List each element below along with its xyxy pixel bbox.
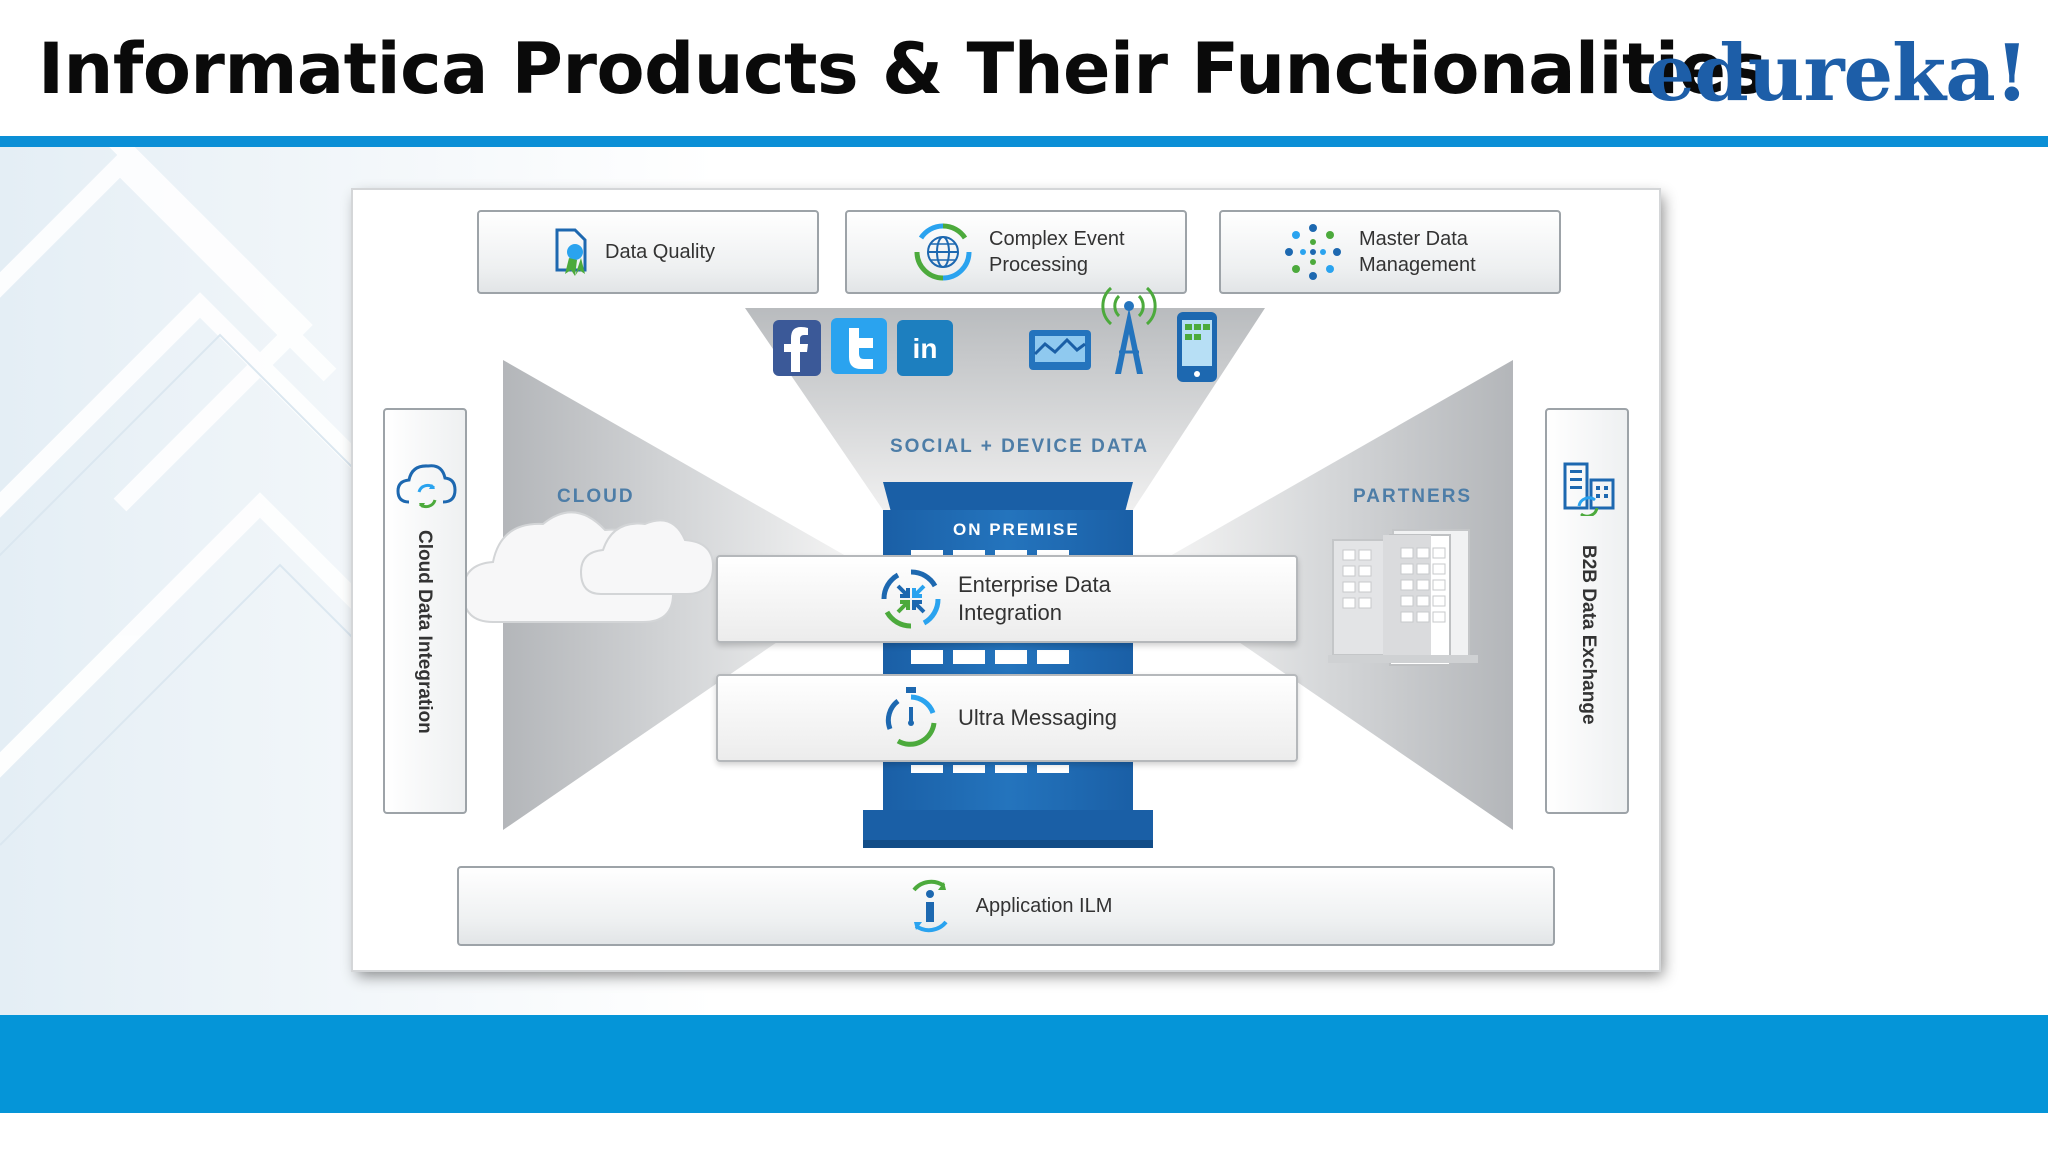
ultra-messaging-box: Ultra Messaging xyxy=(716,674,1298,762)
enterprise-data-integration-box: Enterprise Data Integration xyxy=(716,555,1298,643)
linkedin-icon: in xyxy=(897,320,953,376)
application-ilm-label: Application ILM xyxy=(975,895,1113,917)
cell-tower-icon xyxy=(1101,286,1157,374)
title-divider xyxy=(0,136,2048,147)
svg-text:in: in xyxy=(913,333,938,364)
mdm-label-line1: Master Data xyxy=(1359,228,1468,250)
edi-label-line2: Integration xyxy=(958,600,1062,625)
master-data-management-box: Master Data Management xyxy=(1219,210,1561,294)
cep-label-line2: Processing xyxy=(989,254,1088,276)
partners-label: PARTNERS xyxy=(1353,486,1473,507)
twitter-icon xyxy=(831,318,887,374)
data-quality-box: Data Quality xyxy=(477,210,819,294)
partner-buildings xyxy=(1328,529,1478,666)
cloud-data-integration-label: Cloud Data Integration xyxy=(414,530,435,734)
certificate-icon xyxy=(555,228,587,276)
architecture-diagram: Data Quality Complex Event Processing xyxy=(353,190,1659,970)
cloud-data-integration-box: Cloud Data Integration xyxy=(383,408,467,814)
slide-title: Informatica Products & Their Functionali… xyxy=(38,28,1767,110)
ultra-messaging-label: Ultra Messaging xyxy=(958,705,1117,730)
complex-event-processing-box: Complex Event Processing xyxy=(845,210,1187,294)
cloud-sync-icon xyxy=(396,464,457,509)
b2b-data-exchange-label: B2B Data Exchange xyxy=(1578,545,1599,725)
smartphone-icon xyxy=(1177,312,1217,382)
buildings-exchange-icon xyxy=(1563,462,1615,516)
application-ilm-box: Application ILM xyxy=(457,866,1555,946)
cloud-label: CLOUD xyxy=(557,486,635,507)
machine-data-icon xyxy=(1029,330,1091,370)
info-cycle-icon xyxy=(912,879,948,933)
mdm-label-line2: Management xyxy=(1359,254,1476,276)
data-quality-label: Data Quality xyxy=(605,241,716,263)
globe-icon xyxy=(914,223,972,281)
edureka-logo: edureka! xyxy=(1645,28,2029,119)
dot-cluster-icon xyxy=(1285,224,1341,280)
social-device-data-label: SOCIAL + DEVICE DATA xyxy=(890,436,1150,457)
b2b-data-exchange-box: B2B Data Exchange xyxy=(1545,408,1629,814)
on-premise-label: ON PREMISE xyxy=(953,520,1080,539)
edi-label-line1: Enterprise Data xyxy=(958,572,1111,597)
integration-arrows-icon xyxy=(881,569,941,629)
cloud-illustration xyxy=(461,511,715,623)
footer-bar xyxy=(0,1015,2048,1113)
cep-label-line1: Complex Event xyxy=(989,228,1125,250)
facebook-icon xyxy=(773,320,821,376)
stopwatch-icon xyxy=(885,687,937,747)
